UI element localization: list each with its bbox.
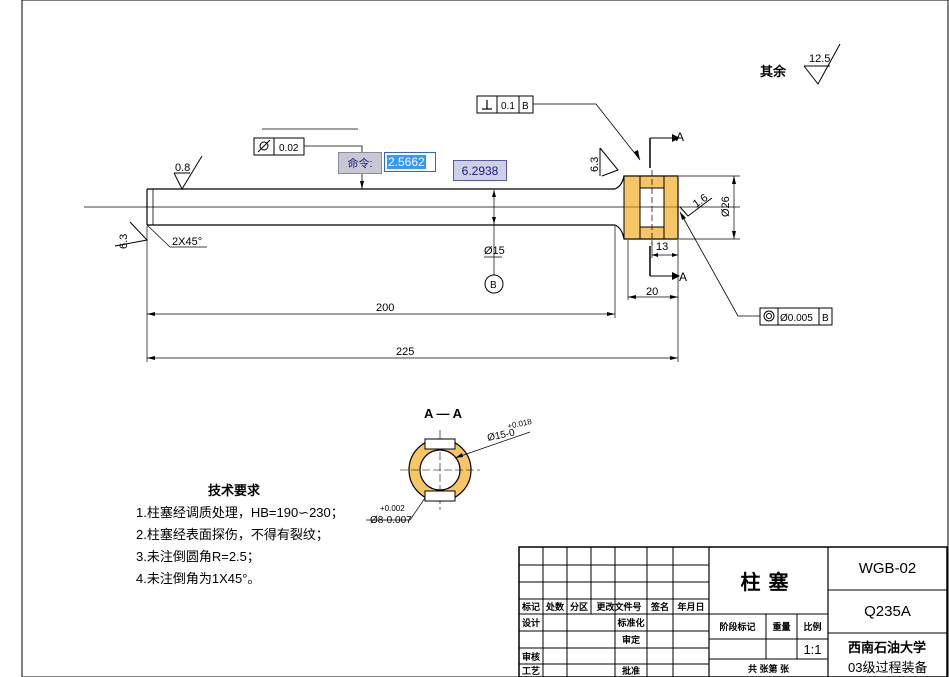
chamfer-leader <box>146 224 207 248</box>
tb-drawing-no: WGB-02 <box>858 560 917 577</box>
tb-scale: 1:1 <box>803 641 822 657</box>
perpendicularity-value: 0.1 <box>501 101 515 112</box>
command-input-value: 2.5662 <box>387 155 426 169</box>
roughness-head-left-value: 6.3 <box>589 157 601 172</box>
tb-material: Q235A <box>864 603 911 620</box>
dim-dia15-text: Ø15 <box>484 245 505 257</box>
roughness-head-left <box>599 147 619 177</box>
tb-class: 03级过程装备 <box>848 659 928 675</box>
section-a-bottom-label: A <box>679 270 687 284</box>
roughness-left-value: 6.3 <box>118 234 130 249</box>
tb-weight: 重量 <box>772 622 791 632</box>
section-view-label: A — A <box>424 406 463 421</box>
dimension-dia26 <box>679 175 740 240</box>
perpendicularity-frame <box>476 95 641 161</box>
section-outer-tol: +0.018 <box>507 417 534 431</box>
concentricity-datum: B <box>822 313 829 324</box>
command-input[interactable]: 2.5662 <box>384 152 436 172</box>
tech-requirement-3: 3.未注倒圆角R=2.5； <box>136 549 260 564</box>
tb-sheet: 共 张第 张 <box>747 663 789 674</box>
chamfer-text: 2X45° <box>172 236 202 248</box>
tech-requirement-4: 4.未注倒角为1X45°。 <box>136 571 261 586</box>
roughness-shaft-value: 0.8 <box>175 162 190 174</box>
coordinate-tooltip: 6.2938 <box>453 160 507 181</box>
command-prompt-label: 命令: <box>338 152 382 174</box>
dimension-13 <box>651 240 678 258</box>
drawing-border <box>21 0 949 677</box>
roughness-other <box>803 43 841 85</box>
perpendicularity-datum: B <box>522 101 529 112</box>
roughness-other-label: 其余 <box>760 64 787 79</box>
cylindricity-value: 0.02 <box>279 143 299 154</box>
tb-change-doc: 更改文件号 <box>596 602 642 612</box>
roughness-head-right <box>679 197 713 217</box>
tb-part-name: 柱塞 <box>740 572 797 594</box>
tb-approve: 批准 <box>621 666 640 676</box>
section-inner-tol: +0.002 <box>380 504 405 513</box>
tb-zone: 分区 <box>569 602 588 612</box>
section-view <box>366 430 531 521</box>
tb-date: 年月日 <box>677 602 705 612</box>
dim-225-text: 225 <box>396 346 414 358</box>
title-block-grid <box>518 546 948 677</box>
tb-mark: 标记 <box>521 602 540 612</box>
tb-process: 工艺 <box>521 666 540 676</box>
concentricity-frame <box>679 211 833 326</box>
cylindricity-frame <box>253 128 364 189</box>
shaft-body <box>146 188 615 226</box>
plunger-head <box>614 170 679 245</box>
dimension-20 <box>627 240 678 300</box>
dim-20-text: 20 <box>646 286 658 298</box>
tb-count: 处数 <box>545 602 564 612</box>
section-cut-marks <box>649 134 680 280</box>
tb-review: 审核 <box>521 651 540 662</box>
dim-13-text: 13 <box>656 241 668 253</box>
dimension-225 <box>147 240 679 362</box>
datum-b-circle-label: B <box>490 280 497 291</box>
dim-200-text: 200 <box>376 302 394 314</box>
roughness-other-value: 12.5 <box>809 53 830 65</box>
roughness-shaft-top <box>173 155 203 191</box>
section-inner-dim: Ø8-0.007 <box>370 515 412 526</box>
dimension-200 <box>146 226 616 362</box>
dimension-dia15 <box>484 190 504 294</box>
roughness-head-right-value: 1.6 <box>691 192 710 211</box>
tb-ratio: 比例 <box>803 622 822 632</box>
concentricity-value: Ø0.005 <box>780 313 813 324</box>
dim-dia26-text: Ø26 <box>720 196 732 217</box>
tech-requirement-2: 2.柱塞经表面探伤，不得有裂纹； <box>136 527 329 542</box>
roughness-left-end <box>114 221 148 247</box>
tb-school: 西南石油大学 <box>848 639 927 655</box>
tb-signature: 签名 <box>650 602 669 612</box>
tb-standardize: 标准化 <box>617 618 645 628</box>
section-a-top-label: A <box>676 130 684 144</box>
tech-requirements-title: 技术要求 <box>208 483 261 498</box>
tech-requirement-1: 1.柱塞经调质处理，HB=190∽230； <box>136 505 344 520</box>
tb-approve-top: 审定 <box>621 635 640 645</box>
tb-design: 设计 <box>521 618 540 628</box>
tb-stage-mark: 阶段标记 <box>719 622 756 632</box>
